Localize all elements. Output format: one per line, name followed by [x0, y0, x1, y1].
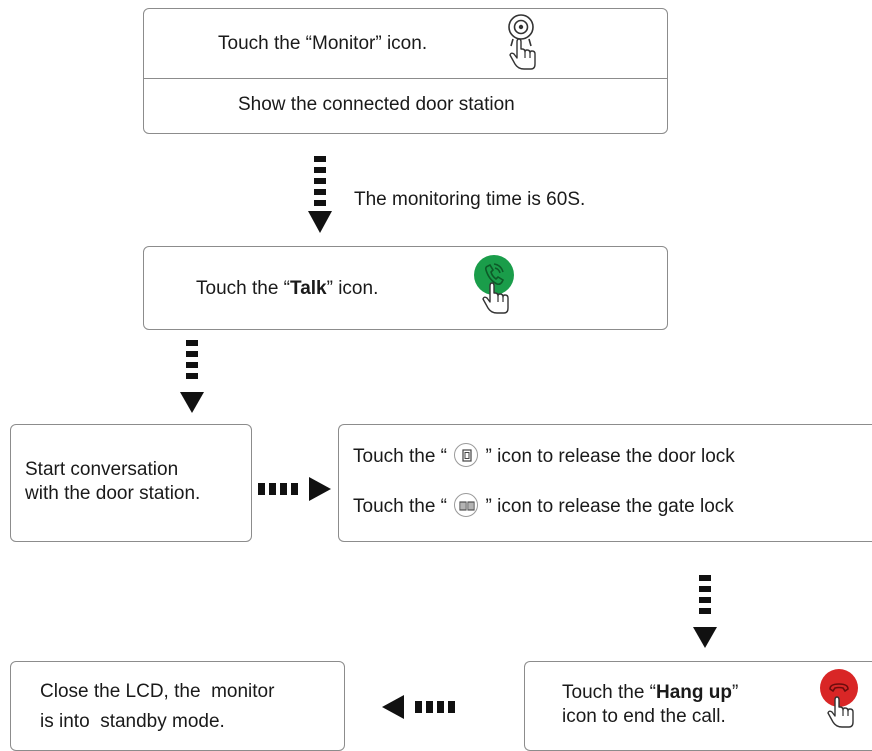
talk-step-box [143, 246, 668, 330]
right-arrow [258, 477, 331, 501]
talk-icon [474, 255, 514, 314]
box-divider [144, 78, 667, 79]
hang-up-icon [820, 669, 858, 728]
talk-instruction: Touch the “Talk” icon. [196, 278, 379, 299]
unlock-step-box [338, 424, 872, 542]
hand-pointer-icon [482, 282, 509, 314]
monitor-instruction: Touch the “Monitor” icon. [218, 33, 428, 54]
down-arrow-3 [693, 575, 717, 648]
talk-label: Talk [290, 278, 327, 299]
monitor-result: Show the connected door station [238, 94, 515, 115]
door-unlock-icon [454, 443, 479, 467]
conversation-line-1: Start conversation [25, 459, 179, 480]
gate-unlock-icon [454, 493, 479, 517]
hangup-instruction-line-1: Touch the “Hang up” [562, 682, 739, 703]
standby-line-1: Close the LCD, the monitor [40, 681, 275, 702]
left-arrow [382, 695, 455, 719]
monitoring-time-note: The monitoring time is 60S. [354, 189, 586, 210]
down-arrow-2 [180, 340, 204, 413]
door-unlock-instruction: Touch the “ ” icon to release the door l… [353, 443, 735, 469]
standby-line-2: is into standby mode. [40, 711, 225, 732]
down-arrow-1 [308, 156, 332, 233]
hand-pointer-icon [509, 38, 536, 70]
conversation-step-box [10, 424, 252, 542]
hangup-instruction-line-2: icon to end the call. [562, 706, 726, 727]
monitor-step-box [143, 8, 668, 134]
hangup-step-box [524, 661, 872, 751]
hand-pointer-icon [827, 696, 854, 728]
gate-unlock-instruction: Touch the “ ” icon to release the gate l… [353, 493, 734, 519]
standby-step-box [10, 661, 345, 751]
conversation-line-2: with the door station. [25, 483, 201, 504]
hangup-label: Hang up [656, 682, 732, 703]
monitor-camera-icon [508, 14, 536, 70]
